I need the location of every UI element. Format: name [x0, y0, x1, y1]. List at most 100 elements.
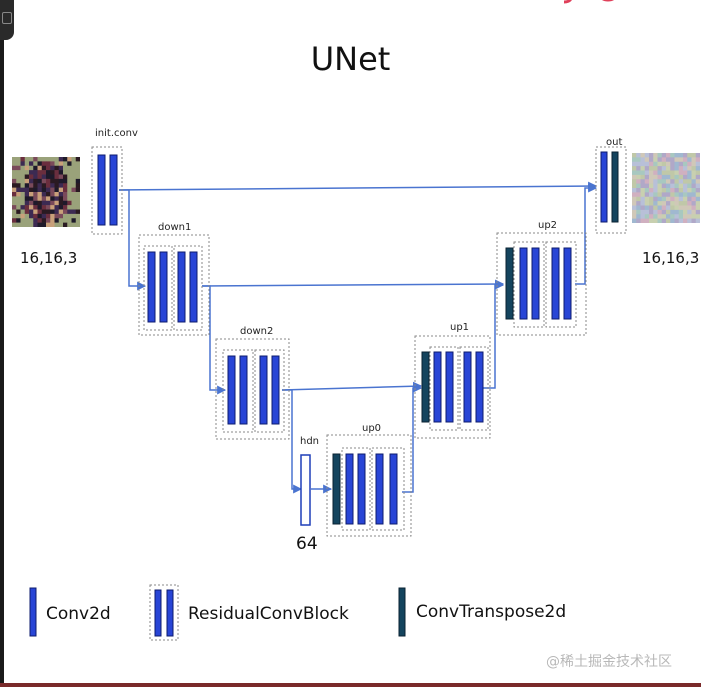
tile-pixel [58, 192, 64, 197]
tile-pixel [644, 166, 650, 171]
tile-pixel [37, 183, 43, 188]
tile-pixel [644, 188, 650, 193]
tile-pixel [695, 153, 700, 158]
down1-res2-border [173, 245, 203, 331]
init-conv-box [91, 146, 123, 235]
legend-conv2d-label: Conv2d [46, 604, 111, 624]
tile-pixel [636, 196, 641, 202]
up1-conv-1 [433, 351, 442, 423]
brand-logo-fragment [563, 0, 614, 4]
tile-pixel [687, 183, 692, 189]
tile-pixel [657, 209, 663, 215]
tile-pixel [670, 209, 675, 215]
tile-pixel [37, 213, 43, 219]
down1-conv-3 [177, 251, 186, 323]
up2-transpose [505, 247, 514, 320]
tile-pixel [666, 183, 671, 189]
tile-pixel [644, 192, 650, 198]
tile-pixel [636, 201, 641, 206]
tile-pixel [75, 187, 80, 193]
tile-pixel [50, 218, 55, 223]
tile-pixel [670, 157, 675, 163]
tile-pixel [640, 153, 646, 158]
down2-conv-1 [227, 355, 236, 425]
tile-pixel [644, 183, 650, 189]
output-shape-label: 16,16,3 [642, 249, 700, 267]
tile-pixel [75, 209, 80, 215]
tile-pixel [33, 218, 38, 223]
tile-pixel [670, 205, 675, 211]
tile-pixel [636, 161, 641, 167]
tile-pixel [649, 188, 654, 193]
tile-pixel [695, 201, 700, 206]
tile-pixel [691, 170, 697, 176]
tile-pixel [46, 196, 51, 202]
conv-layers [97, 151, 608, 525]
tile-pixel [687, 161, 692, 167]
tile-pixel [50, 170, 55, 175]
tile-pixel [63, 200, 68, 206]
tile-pixel [632, 153, 637, 158]
tile-pixel [691, 201, 697, 206]
tile-pixel [687, 166, 692, 171]
tile-pixel [649, 183, 654, 189]
out-transpose [611, 151, 619, 223]
bottom-bar [0, 683, 701, 687]
tile-pixel [63, 205, 68, 210]
window-corner-button[interactable] [0, 0, 14, 40]
tile-pixel [12, 161, 17, 167]
tile-pixel [666, 174, 671, 180]
tile-pixel [687, 201, 692, 206]
tile-pixel [636, 209, 641, 215]
tile-pixel [41, 196, 47, 202]
tile-pixel [41, 174, 47, 180]
tile-pixel [29, 196, 34, 202]
tile-pixel [33, 192, 38, 197]
tile-pixel [41, 222, 47, 227]
up0-conv-2 [357, 453, 366, 525]
tile-pixel [644, 161, 650, 167]
down2-res2-border [254, 349, 285, 433]
tile-pixel [640, 201, 646, 206]
tile-pixel [636, 157, 641, 163]
tile-pixel [691, 188, 697, 193]
tile-pixel [12, 200, 17, 206]
tile-pixel [653, 183, 658, 189]
down2-conv-4 [271, 355, 280, 425]
tile-pixel [640, 218, 646, 223]
tile-pixel [24, 178, 30, 184]
tile-pixel [29, 187, 34, 193]
tile-pixel [20, 196, 26, 202]
tile-pixel [46, 187, 51, 193]
tile-pixel [37, 187, 43, 193]
tile-pixel [71, 205, 77, 210]
tile-pixel [683, 157, 688, 163]
up2-res1-border [513, 241, 545, 328]
tile-pixel [54, 178, 60, 184]
tile-pixel [58, 187, 64, 193]
tile-pixel [670, 183, 675, 189]
tile-pixel [50, 196, 55, 202]
tile-pixel [695, 196, 700, 202]
tile-pixel [687, 153, 692, 158]
tile-pixel [661, 153, 667, 158]
tile-pixel [67, 196, 72, 202]
tile-pixel [670, 170, 675, 176]
tile-pixel [20, 165, 26, 171]
tile-pixel [63, 187, 68, 193]
out-box [595, 146, 627, 234]
tile-pixel [649, 174, 654, 180]
tile-pixel [661, 196, 667, 202]
tile-pixel [50, 165, 55, 171]
tile-pixel [632, 201, 637, 206]
window-icon [2, 12, 12, 24]
tile-pixel [46, 213, 51, 219]
tile-pixel [20, 161, 26, 167]
tile-pixel [636, 188, 641, 193]
up0-conv-3 [375, 453, 384, 525]
tile-pixel [636, 205, 641, 211]
tile-pixel [46, 165, 51, 171]
tile-pixel [661, 183, 667, 189]
legend-residual-shape-2 [166, 589, 174, 637]
tile-pixel [674, 205, 680, 211]
